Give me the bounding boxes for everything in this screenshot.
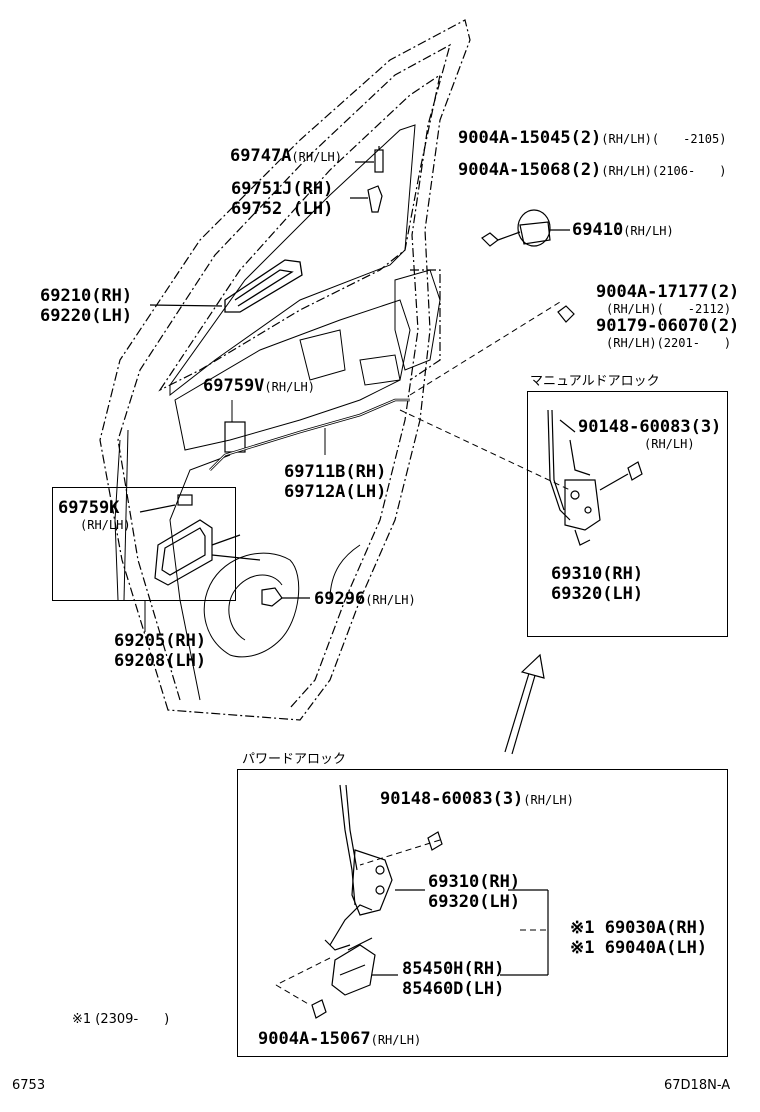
- door-latch-area: [299, 269, 441, 386]
- label-manual-69320: 69320(LH): [551, 584, 644, 604]
- label-69747A: 69747A(RH/LH): [230, 146, 342, 166]
- manual-lock-assembly: [547, 409, 643, 546]
- label-69759K-sub: (RH/LH): [80, 518, 131, 532]
- inset-box-69759K: [52, 487, 236, 601]
- label-power-90148: 90148-60083(3)(RH/LH): [380, 789, 574, 809]
- inside-handle-inset: [139, 494, 261, 586]
- label-69220: 69220(LH): [40, 306, 133, 326]
- screw-69296: [261, 587, 310, 607]
- label-69759K: 69759K: [58, 498, 120, 518]
- clip-parts: [350, 146, 384, 213]
- label-manual-90148: 90148-60083(3): [578, 417, 722, 437]
- label-manual-69310: 69310(RH): [551, 564, 644, 584]
- label-90179-06070-sub: (RH/LH)(2201- ): [606, 336, 732, 350]
- label-69296: 69296(RH/LH): [314, 589, 416, 609]
- power-lock-box: [237, 769, 728, 1057]
- label-9004A-17177: 9004A-17177(2): [596, 282, 740, 302]
- label-69712A: 69712A(LH): [284, 482, 387, 502]
- link-rod: [209, 398, 410, 471]
- power-lock-assembly: [311, 784, 443, 1019]
- door-frame-outline: [99, 19, 471, 721]
- label-power-9004A-15067: 9004A-15067(RH/LH): [258, 1029, 422, 1049]
- label-power-69030A: ※1 69030A(RH): [570, 918, 708, 938]
- dashed-leaders: [275, 301, 571, 1006]
- outside-handle: [149, 259, 303, 313]
- label-manual-90148-sub: (RH/LH): [644, 437, 695, 451]
- manual-lock-title: マニュアルドアロック: [530, 374, 660, 389]
- manual-lock-box: [527, 391, 728, 637]
- label-69759V: 69759V(RH/LH): [203, 376, 315, 396]
- diagram-code-left: 6753: [12, 1078, 46, 1093]
- label-power-69040A: ※1 69040A(LH): [570, 938, 708, 958]
- power-lock-title: パワードアロック: [242, 752, 347, 767]
- label-69410: 69410(RH/LH): [572, 220, 674, 240]
- label-69711B: 69711B(RH): [284, 462, 387, 482]
- label-power-85450H: 85450H(RH): [402, 959, 505, 979]
- label-69210: 69210(RH): [40, 286, 133, 306]
- label-9004A-15045: 9004A-15045(2)(RH/LH)( -2105): [458, 128, 727, 148]
- label-power-69320: 69320(LH): [428, 892, 521, 912]
- nut-part: [557, 305, 575, 323]
- label-69751J: 69751J(RH): [231, 179, 334, 199]
- striker: [481, 209, 570, 247]
- diagram-code-right: 67D18N-A: [664, 1078, 731, 1093]
- label-69752: 69752 (LH): [231, 199, 334, 219]
- label-9004A-15068: 9004A-15068(2)(RH/LH)(2106- ): [458, 160, 727, 180]
- arrow-up: [504, 653, 545, 755]
- group-bracket: [500, 889, 549, 976]
- label-69208: 69208(LH): [114, 651, 207, 671]
- footnote-note: ※1 (2309- ): [72, 1012, 170, 1027]
- label-power-85460D: 85460D(LH): [402, 979, 505, 999]
- label-9004A-17177-sub: (RH/LH)( -2112): [606, 302, 732, 316]
- label-69205: 69205(RH): [114, 631, 207, 651]
- label-power-69310: 69310(RH): [428, 872, 521, 892]
- label-90179-06070: 90179-06070(2): [596, 316, 740, 336]
- door-inner-panel: [114, 124, 416, 701]
